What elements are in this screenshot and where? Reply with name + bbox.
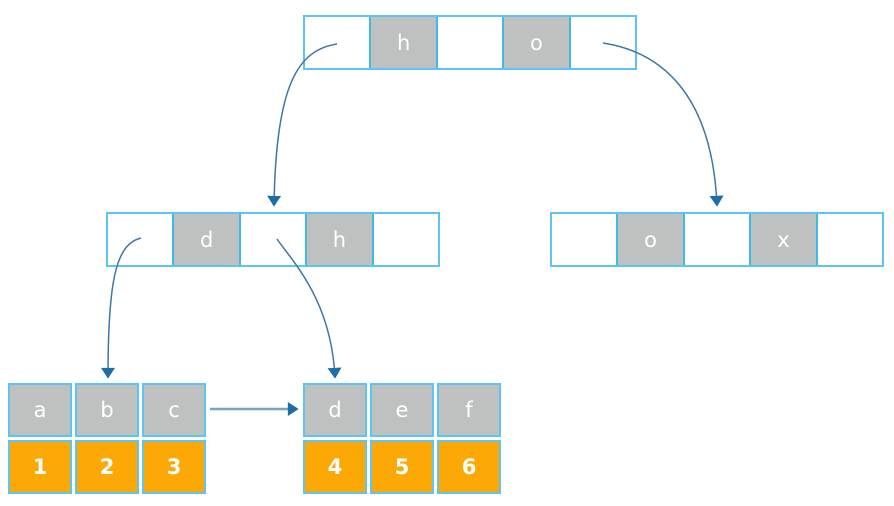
leaf-right-value-5: 5 [370,440,434,494]
internal-node-right: o x [550,212,884,267]
internal-right-pointer-cell-1 [552,214,616,265]
leaf-right-values-row: 4 5 6 [303,440,501,494]
leaf-left-key-b: b [75,383,139,437]
root-key-cell-o: o [502,17,571,68]
internal-node-left: d h [106,212,440,267]
root-pointer-cell-1 [305,17,369,68]
leaf-node-left: a b c 1 2 3 [8,383,206,494]
root-node: h o [303,15,637,70]
internal-right-pointer-cell-2 [685,214,749,265]
internal-right-pointer-cell-3 [818,214,882,265]
leaf-right-keys-row: d e f [303,383,501,437]
internal-right-key-cell-x: x [749,214,818,265]
internal-right-key-cell-o: o [616,214,685,265]
internal-left-key-cell-h: h [305,214,374,265]
internal-left-pointer-cell-3 [374,214,438,265]
leaf-right-key-e: e [370,383,434,437]
leaf-left-value-1: 1 [8,440,72,494]
root-pointer-cell-3 [571,17,635,68]
leaf-left-value-3: 3 [142,440,206,494]
root-pointer-cell-2 [438,17,502,68]
leaf-left-keys-row: a b c [8,383,206,437]
leaf-node-right: d e f 4 5 6 [303,383,501,494]
leaf-right-value-4: 4 [303,440,367,494]
leaf-right-value-6: 6 [437,440,501,494]
root-key-cell-h: h [369,17,438,68]
leaf-right-key-f: f [437,383,501,437]
internal-left-pointer-cell-2 [241,214,305,265]
leaf-left-key-c: c [142,383,206,437]
leaf-left-values-row: 1 2 3 [8,440,206,494]
leaf-right-key-d: d [303,383,367,437]
leaf-left-key-a: a [8,383,72,437]
leaf-left-value-2: 2 [75,440,139,494]
internal-left-key-cell-d: d [172,214,241,265]
internal-left-pointer-cell-1 [108,214,172,265]
